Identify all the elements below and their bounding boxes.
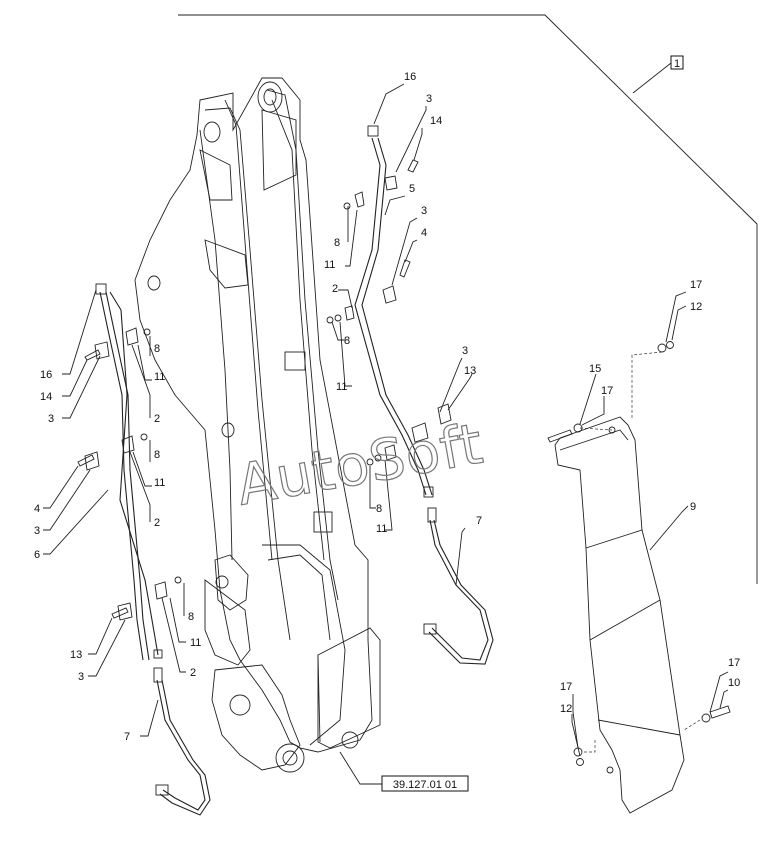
callout-17-bl: 17 [560, 681, 572, 693]
cover-plate [547, 341, 731, 814]
boom-arm [134, 77, 381, 773]
callout-8-r2: 8 [344, 335, 350, 347]
callout-17-top: 17 [690, 279, 702, 291]
callout-12-top: 12 [690, 301, 702, 313]
callout-8-l3: 8 [188, 611, 194, 623]
callout-11-l1: 11 [154, 371, 165, 383]
callout-12-bl: 12 [560, 703, 572, 715]
callout-11-r1: 11 [324, 259, 335, 271]
callout-3-l2: 3 [34, 525, 40, 537]
callout-16-left: 16 [40, 369, 52, 381]
callout-8-l2: 8 [154, 449, 160, 461]
pipe-clamps [77, 159, 452, 621]
callout-numbers: 16 3 14 5 3 8 11 4 2 8 11 3 13 8 11 7 16… [34, 71, 740, 743]
leader-lines [43, 83, 729, 785]
callout-13-right: 13 [464, 365, 476, 377]
callout-3-l1: 3 [48, 413, 54, 425]
callout-3-r2: 3 [462, 345, 468, 357]
callout-4-left: 4 [34, 503, 40, 515]
callout-8-r1: 8 [334, 237, 340, 249]
callout-5: 5 [409, 183, 415, 195]
callout-6: 6 [34, 549, 40, 561]
hydraulic-pipes [95, 125, 494, 816]
callout-11-l3: 11 [190, 637, 201, 649]
callout-2-l3: 2 [190, 667, 196, 679]
reference-code-box: 39.127.01 01 [381, 775, 469, 792]
callout-11-r2: 11 [336, 381, 347, 393]
reference-code-label: 39.127.01 01 [393, 779, 457, 791]
assembly-bracket-lines [178, 14, 758, 584]
reference-box: 1 [632, 55, 684, 94]
callout-17-mid: 17 [601, 385, 613, 397]
callout-16-top: 16 [404, 71, 416, 83]
callout-7-left: 7 [124, 731, 130, 743]
callout-2-r1: 2 [332, 283, 338, 295]
callout-15: 15 [589, 363, 601, 375]
callout-14-left: 14 [40, 391, 52, 403]
reference-box-label: 1 [674, 58, 680, 70]
callout-11-r3: 11 [376, 523, 387, 535]
callout-2-l1: 2 [154, 413, 160, 425]
callout-8-l1: 8 [154, 343, 160, 355]
callout-9: 9 [690, 501, 696, 513]
callout-7-right: 7 [476, 515, 482, 527]
callout-17-br: 17 [728, 657, 740, 669]
callout-13-left: 13 [70, 649, 82, 661]
watermark-text: AutoSoft [232, 411, 488, 518]
callout-3-mid: 3 [421, 205, 427, 217]
callout-8-r3: 8 [376, 503, 382, 515]
callout-2-l2: 2 [154, 517, 160, 529]
callout-11-l2: 11 [154, 477, 165, 489]
callout-10: 10 [728, 677, 740, 689]
callout-14-top: 14 [430, 115, 442, 127]
callout-4-right: 4 [421, 227, 427, 239]
callout-3-top: 3 [426, 93, 432, 105]
callout-3-l3: 3 [78, 671, 84, 683]
